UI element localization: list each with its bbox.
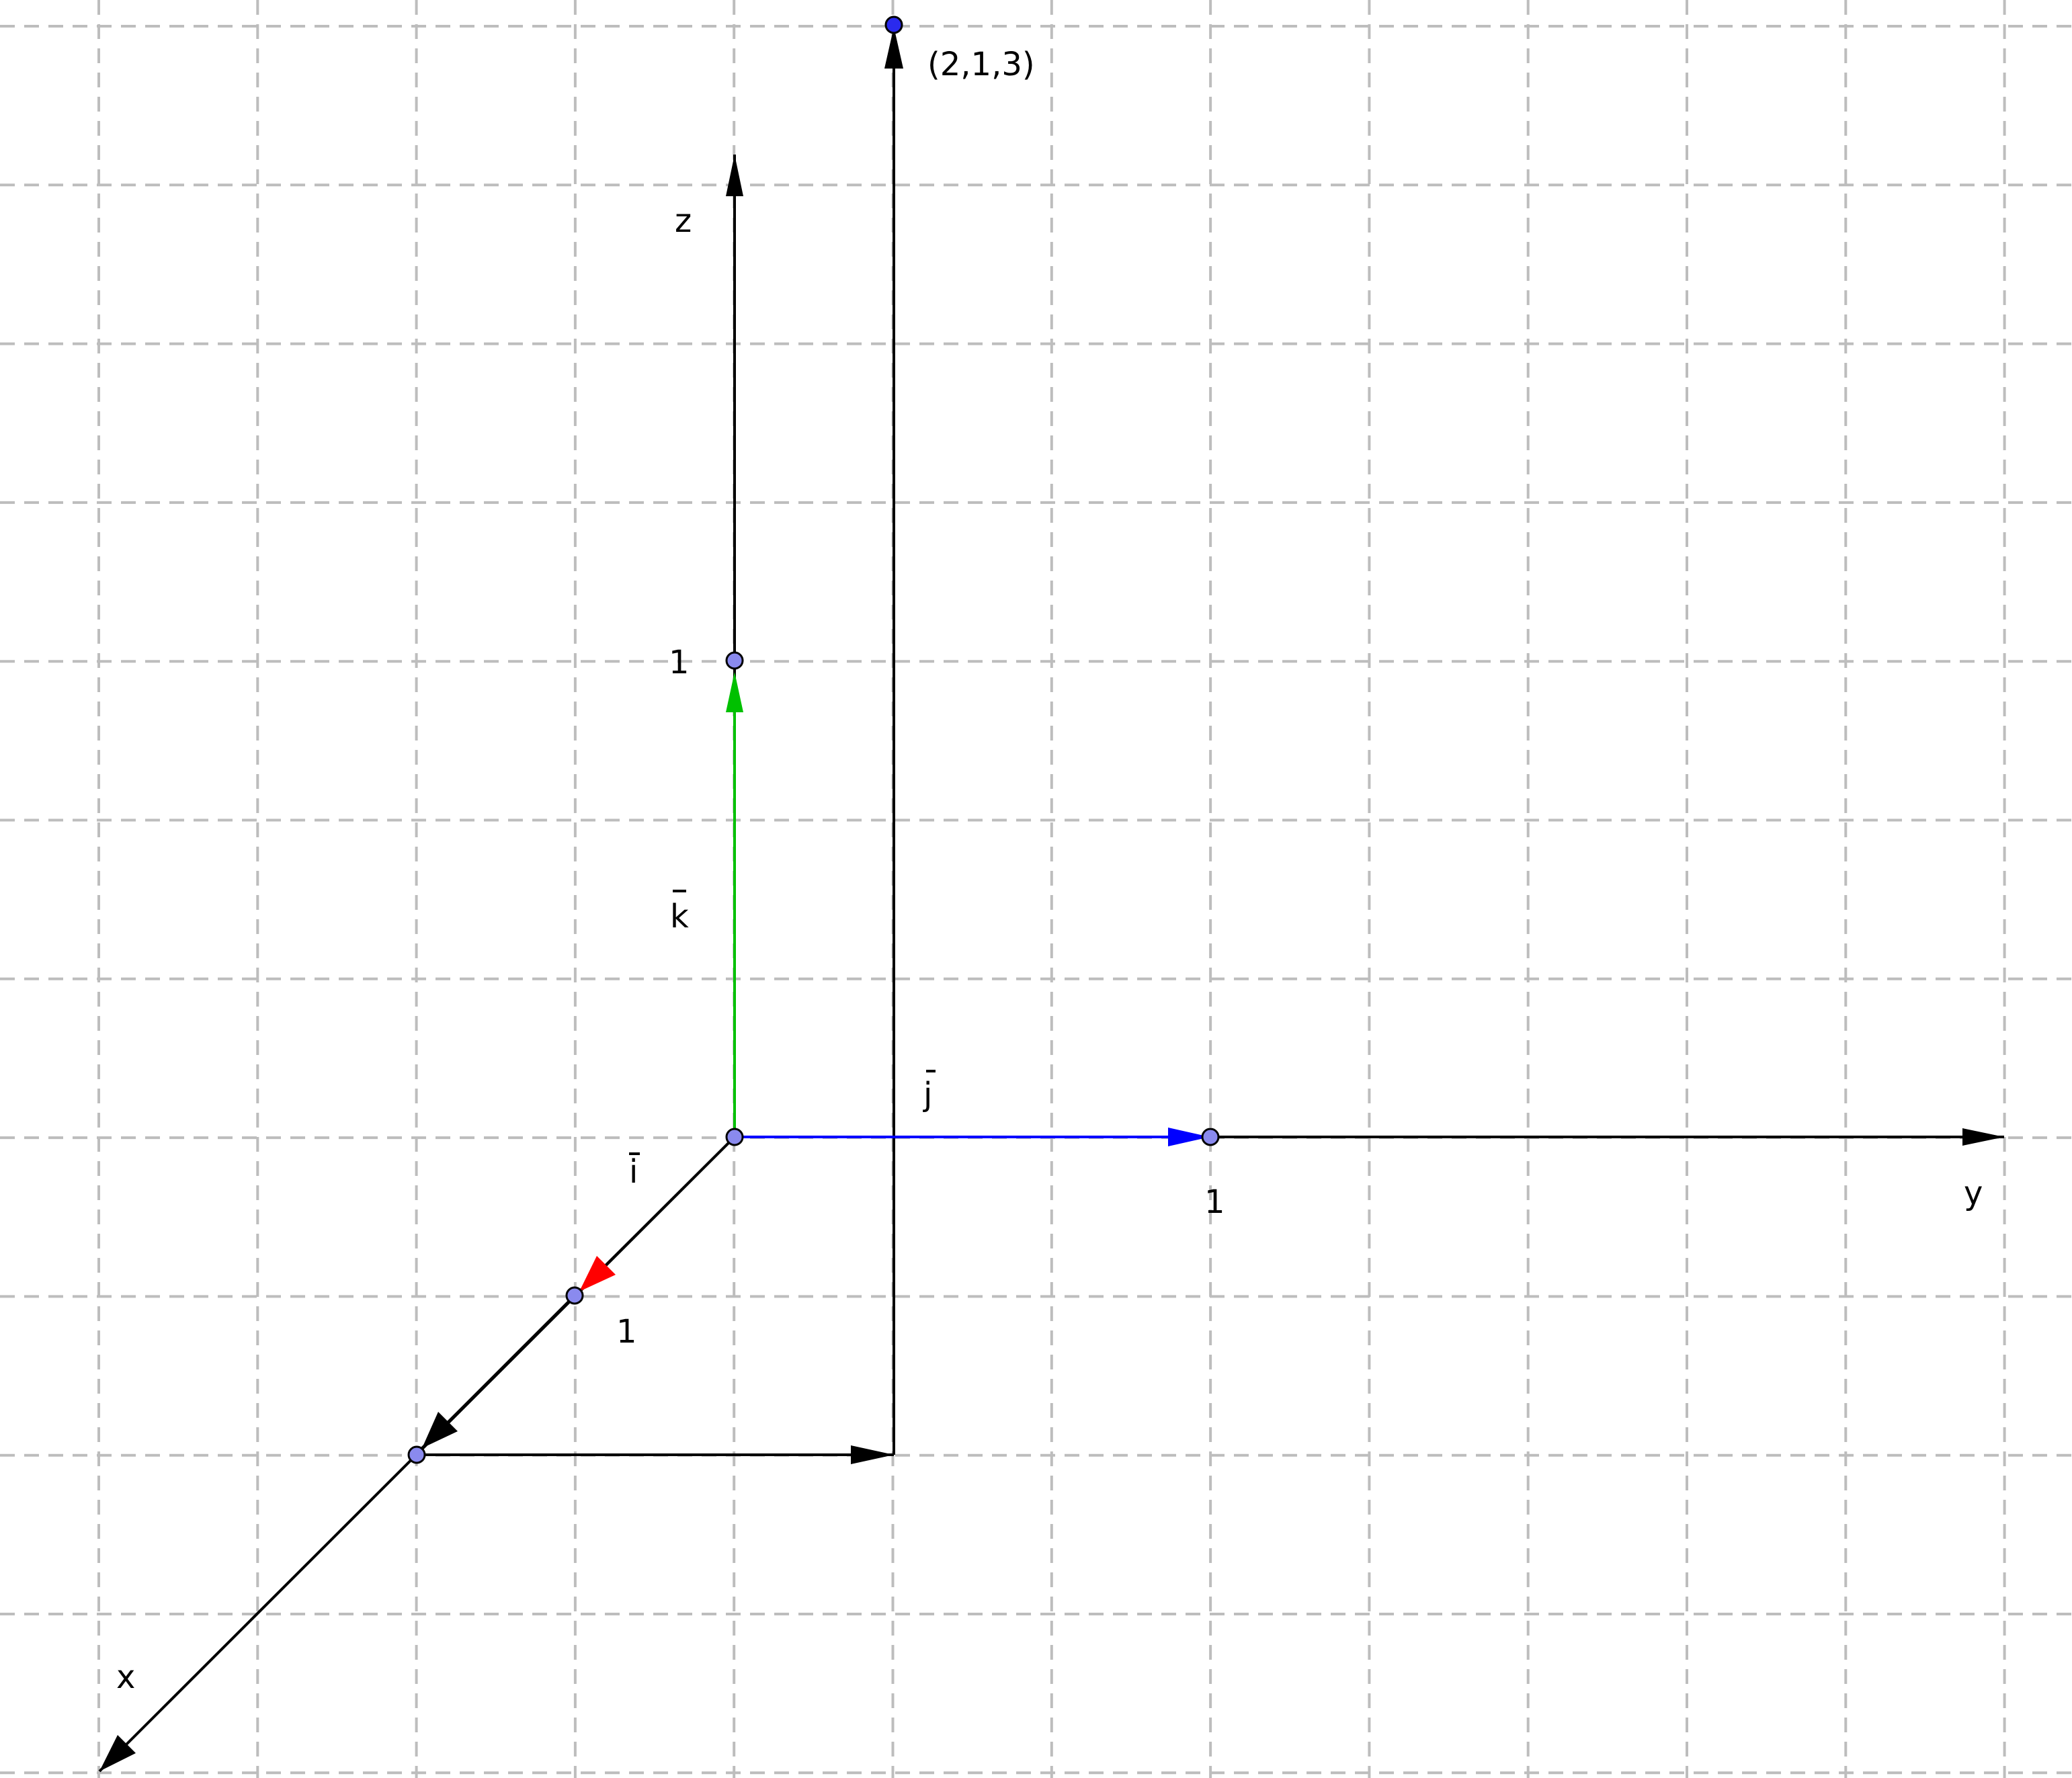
z-tick-label-one: 1 [669, 644, 690, 681]
path-segment-x-arrowhead [422, 1412, 458, 1448]
vector-j-arrowhead [1168, 1128, 1210, 1146]
vector-i-label: i [629, 1153, 638, 1191]
origin-point [725, 1128, 744, 1146]
path-segment-z-arrowhead [884, 27, 903, 69]
x-axis-label: x [116, 1658, 135, 1696]
y-unit-point [1201, 1128, 1220, 1146]
vector-k-arrowhead [726, 672, 743, 712]
x-two-point [407, 1445, 426, 1464]
target-point [884, 15, 903, 34]
y-axis-label: y [1964, 1175, 1983, 1212]
path-segment-y-arrowhead [851, 1445, 894, 1464]
vector-j-label: j [923, 1076, 932, 1113]
y-axis-arrowhead [1962, 1128, 2004, 1146]
path-to-point [415, 27, 903, 1464]
vector-k-label: k [670, 898, 689, 935]
z-axis-label: z [675, 202, 692, 240]
z-axis-arrowhead [726, 155, 743, 196]
x-axis-arrowhead [99, 1735, 136, 1771]
z-unit-point [725, 651, 744, 670]
x-unit-point [565, 1286, 584, 1305]
labels: z y x 1 1 1 k j i (2,1,3) [116, 46, 1983, 1696]
target-point-label: (2,1,3) [927, 46, 1035, 83]
unit-vectors [578, 672, 1210, 1293]
points [407, 15, 1220, 1464]
x-tick-label-one: 1 [616, 1313, 637, 1351]
vector-i-arrowhead [579, 1256, 616, 1292]
y-tick-label-one: 1 [1204, 1183, 1225, 1221]
